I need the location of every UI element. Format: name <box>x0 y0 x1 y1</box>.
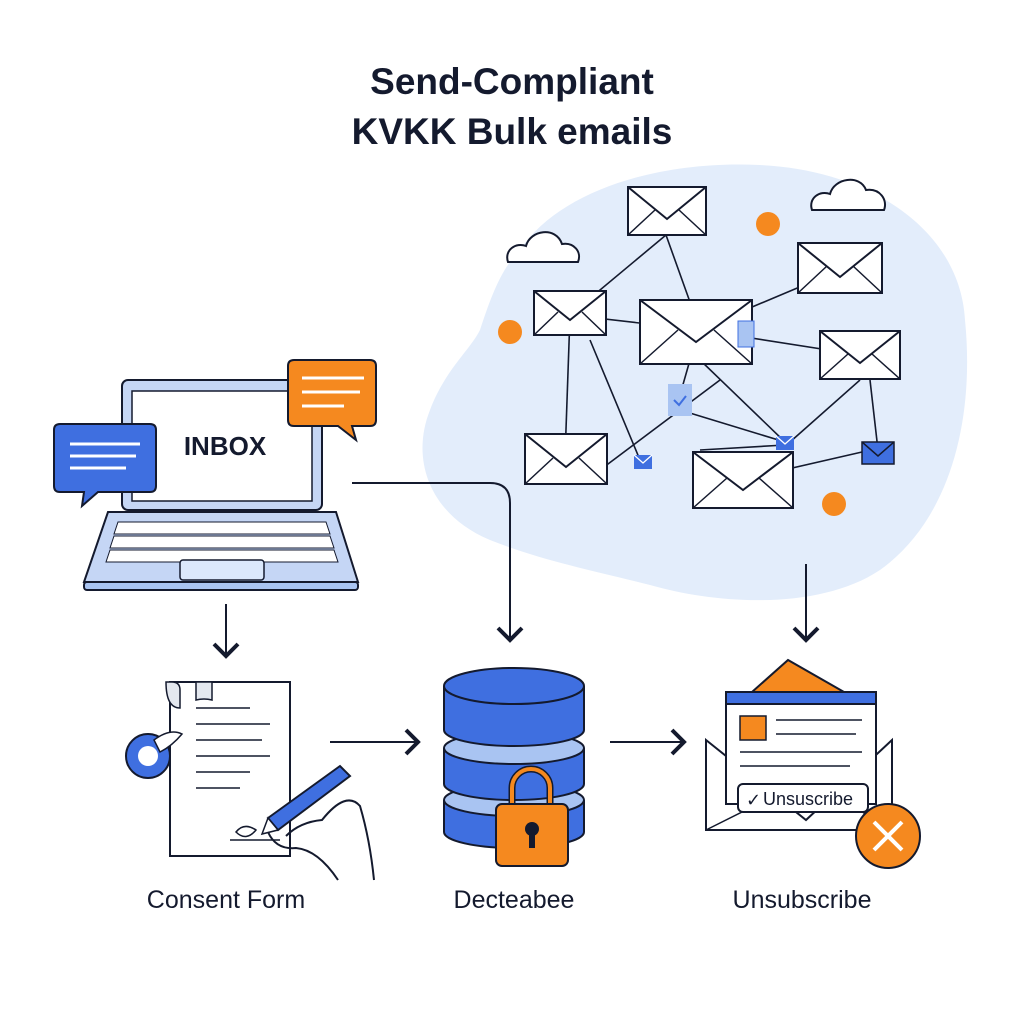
flow-arrows <box>212 482 820 756</box>
orange-dot <box>822 492 846 516</box>
envelope-icon <box>627 186 707 236</box>
check-icon <box>673 395 687 407</box>
close-x-icon[interactable] <box>855 803 921 869</box>
step-label-unsubscribe: Unsubscribe <box>732 886 872 914</box>
unsubscribe-check-glyph: ✓ <box>746 790 761 811</box>
envelope-icon <box>775 435 795 450</box>
step-label-database: Decteabee <box>453 886 575 914</box>
orange-dot <box>498 320 522 344</box>
arrow-laptop-to-database <box>352 482 524 643</box>
laptop-screen-text: INBOX <box>184 431 267 461</box>
laptop-icon <box>82 379 360 591</box>
envelope-icon <box>692 451 794 509</box>
envelope-icon <box>533 290 607 336</box>
step-label-consent-form: Consent Form <box>146 886 306 914</box>
page-title-line-1: Send-Compliant <box>370 61 654 102</box>
envelope-icon <box>819 330 901 380</box>
envelope-icon <box>639 299 753 365</box>
envelope-icon <box>524 433 608 485</box>
cloud-icon <box>506 231 580 263</box>
orange-dot <box>756 212 780 236</box>
chat-bubble-icon <box>53 423 157 509</box>
blue-badge <box>668 384 692 416</box>
page-title-line-2: KVKK Bulk emails <box>351 111 673 152</box>
envelope-icon <box>633 454 653 469</box>
consent-form-icon <box>125 681 375 881</box>
unsubscribe-button-label: Unsuscribe <box>763 789 853 809</box>
padlock-icon <box>495 765 569 867</box>
chat-bubble-icon <box>287 359 377 443</box>
unsubscribe-button[interactable]: ✓ Unsuscribe <box>737 783 869 813</box>
envelope-icon <box>861 441 895 465</box>
cloud-icon <box>810 179 886 211</box>
envelope-icon <box>797 242 883 294</box>
blue-badge <box>737 320 755 348</box>
